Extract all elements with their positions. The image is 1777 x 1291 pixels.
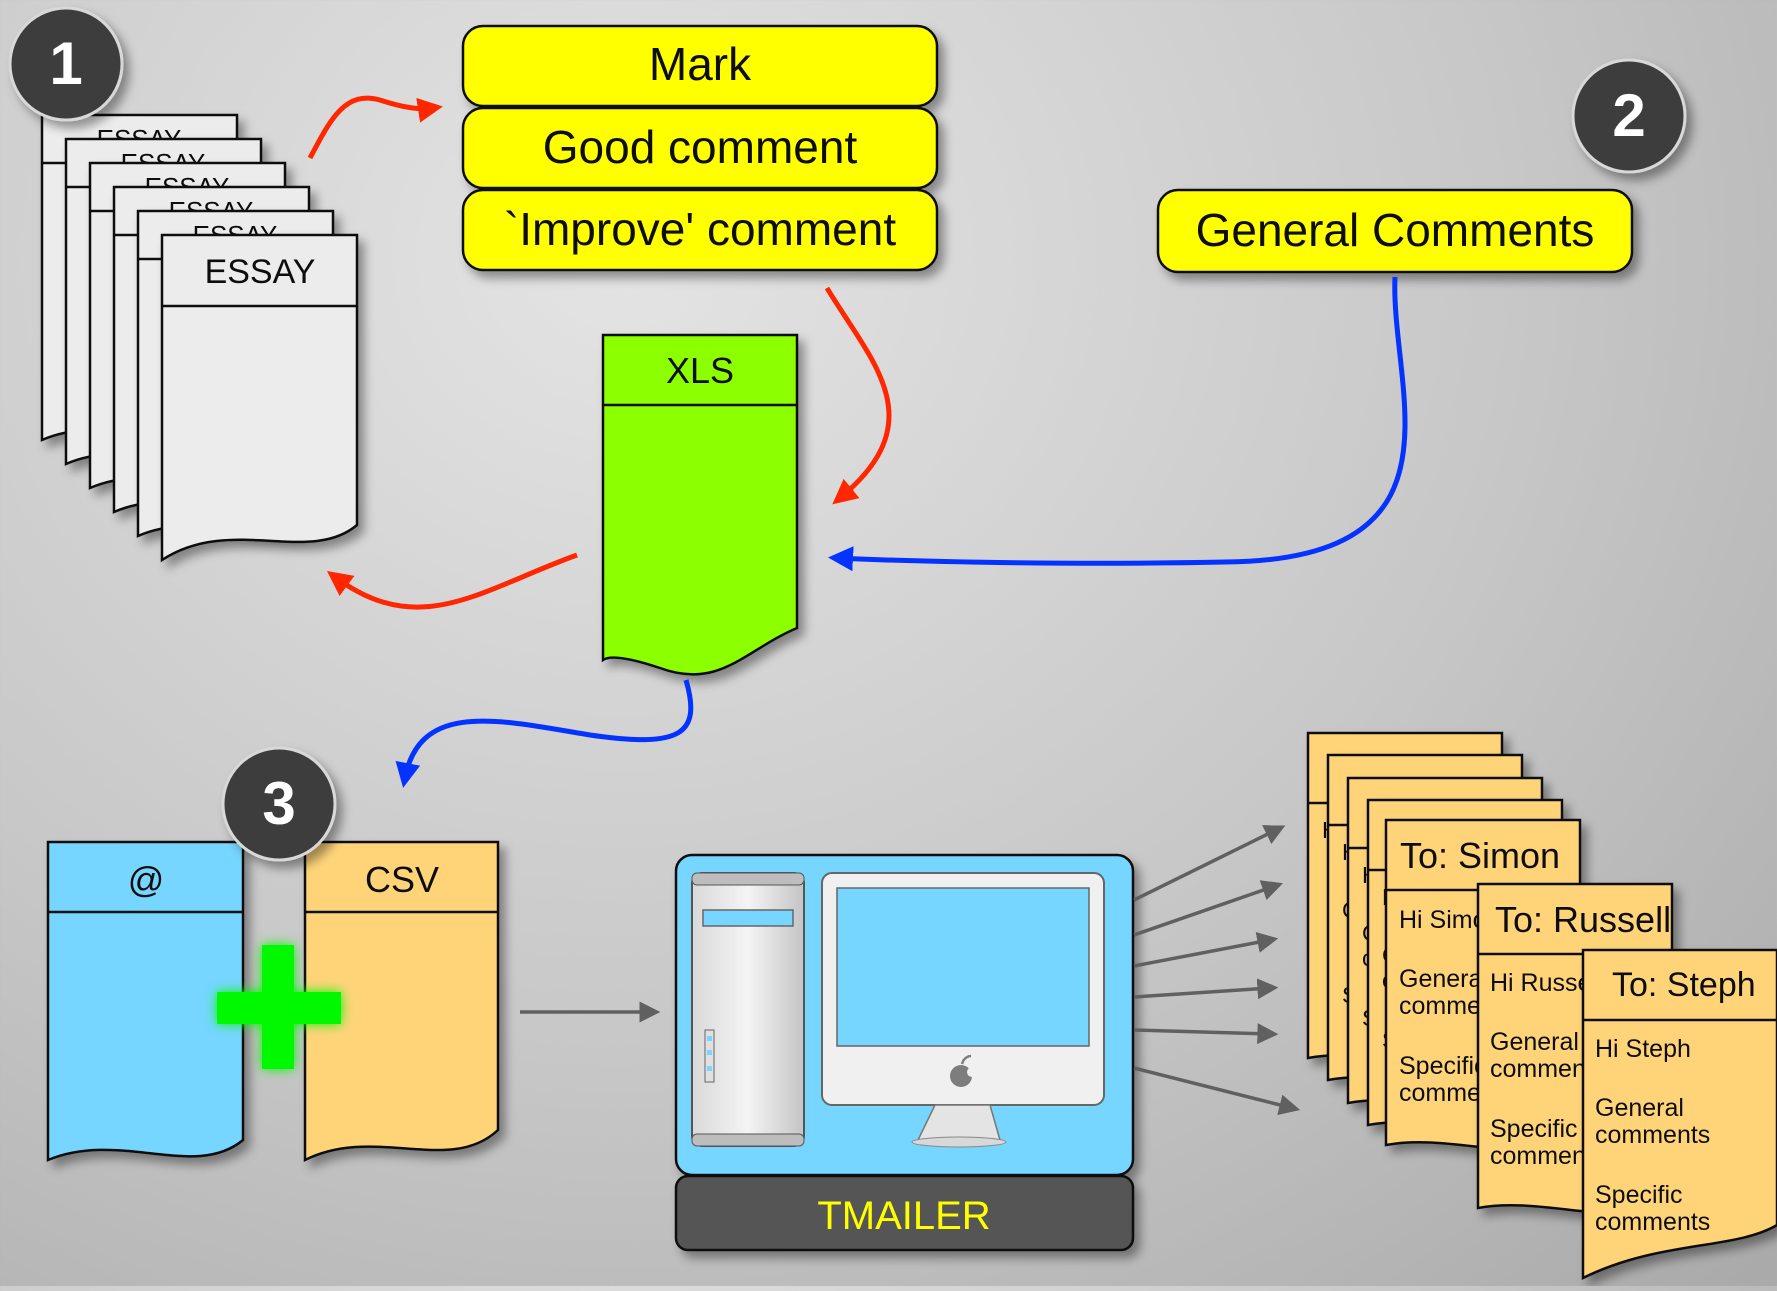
essay-stack: ESSAY ESSAY ESSAY ESSAY ESSAY ESSAY	[40, 113, 359, 563]
letter-specific-line1: Specific	[1399, 1052, 1487, 1080]
letter-general-line1: General	[1595, 1094, 1684, 1122]
letter-stack: Hi Hi G S Hi G c S Hi G c S	[1306, 731, 1777, 1281]
letter-general-line2: comments	[1595, 1121, 1710, 1149]
essay-sheet-front: ESSAY	[160, 233, 359, 563]
letter-steph: To: Steph Hi Steph General comments Spec…	[1581, 948, 1777, 1281]
letter-general-line1: General	[1490, 1028, 1579, 1056]
computer-tower-icon	[691, 872, 805, 1147]
csv-label: CSV	[365, 859, 439, 900]
good-comment-label: Good comment	[543, 121, 858, 173]
arrow-xls-to-essay	[326, 552, 578, 610]
letter-to: To: Simon	[1400, 835, 1560, 876]
tmailer-label: TMAILER	[817, 1194, 990, 1238]
comment-box-improve: `Improve' comment	[461, 188, 939, 272]
arrow-out-1	[1133, 825, 1286, 902]
essay-label: ESSAY	[205, 253, 316, 291]
step-badge-3-label: 3	[262, 770, 295, 837]
step-badge-1: 1	[8, 6, 124, 122]
comment-box-good: Good comment	[461, 106, 939, 190]
comment-box-general: General Comments	[1156, 188, 1634, 274]
computer-monitor-icon	[821, 872, 1105, 1148]
arrow-out-2	[1133, 880, 1283, 937]
improve-comment-label: `Improve' comment	[504, 203, 896, 255]
arrow-out-6	[1133, 1066, 1301, 1116]
mark-label: Mark	[649, 38, 752, 90]
arrow-xls-to-csv	[395, 679, 694, 788]
step-badge-3: 3	[221, 746, 337, 862]
letter-specific-line2: comments	[1595, 1208, 1710, 1236]
general-comments-label: General Comments	[1196, 204, 1595, 256]
apple-logo-icon	[950, 1054, 977, 1087]
arrow-general-to-xls	[828, 276, 1408, 572]
xls-label: XLS	[666, 350, 734, 391]
xls-document: XLS	[601, 333, 799, 676]
letter-greeting: Hi Steph	[1595, 1035, 1691, 1063]
email-list-document: @	[46, 840, 245, 1162]
letter-specific-line1: Specific	[1490, 1115, 1578, 1143]
email-list-label: @	[128, 859, 165, 900]
arrow-essay-to-comments	[307, 95, 443, 160]
letter-general-line1: General	[1399, 965, 1488, 993]
letter-to: To: Steph	[1612, 966, 1756, 1004]
step-badge-2-label: 2	[1612, 82, 1645, 149]
arrow-comments-to-xls	[824, 286, 892, 505]
csv-document: CSV	[303, 840, 500, 1163]
letter-specific-line1: Specific	[1595, 1181, 1683, 1209]
step-badge-2: 2	[1571, 58, 1687, 174]
plus-icon	[217, 945, 341, 1069]
arrow-out-5	[1133, 1023, 1279, 1045]
step-badge-1-label: 1	[49, 30, 82, 97]
arrow-out-3	[1133, 932, 1279, 968]
tmailer-computer: TMAILER	[674, 853, 1135, 1252]
letter-to: To: Russell	[1495, 899, 1671, 940]
arrow-out-4	[1133, 978, 1279, 1000]
comment-box-mark: Mark	[461, 24, 939, 108]
